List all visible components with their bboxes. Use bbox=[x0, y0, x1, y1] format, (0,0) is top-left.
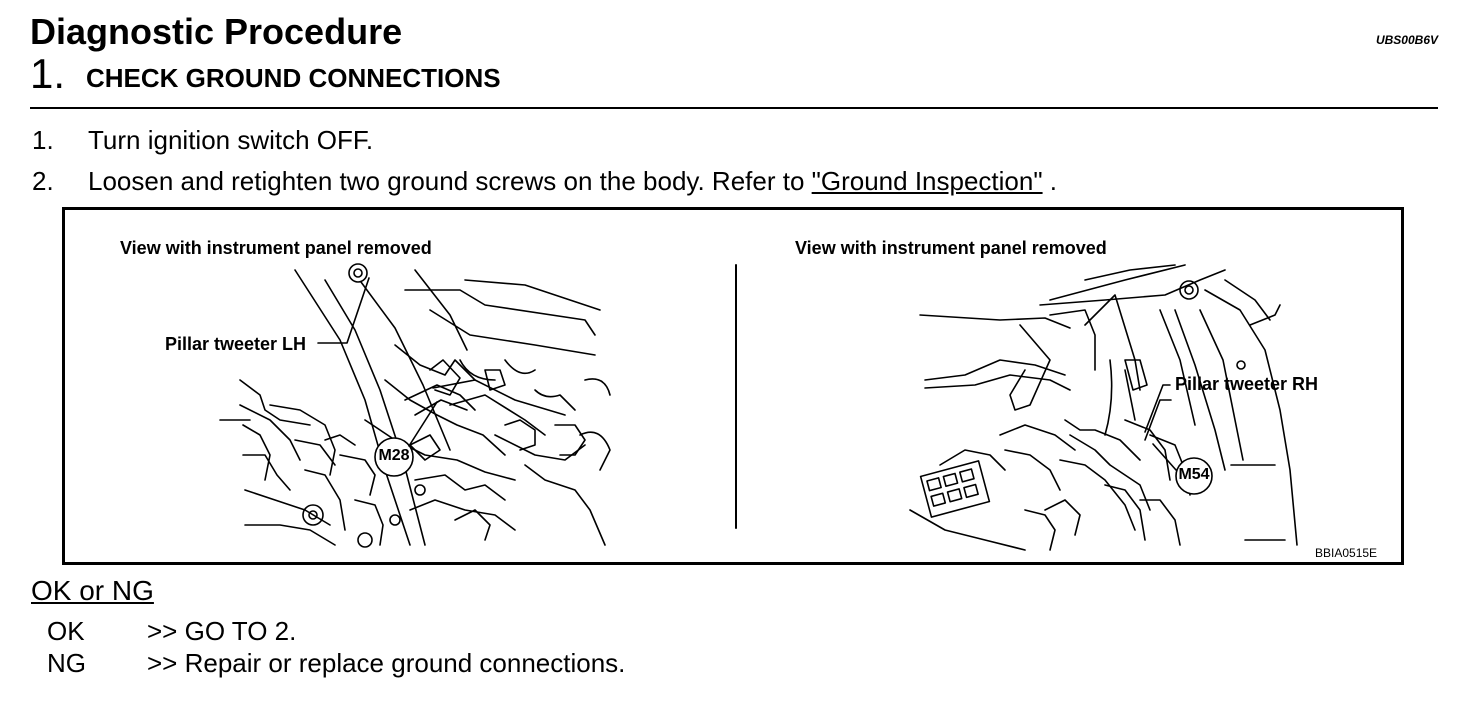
instruction-number: 1. bbox=[32, 125, 54, 155]
figure-id: BBIA0515E bbox=[1315, 546, 1378, 560]
ground-inspection-link[interactable]: "Ground Inspection" bbox=[811, 166, 1043, 196]
instruction-text: Loosen and retighten two ground screws o… bbox=[88, 165, 1057, 197]
instruction-text: Turn ignition switch OFF. bbox=[88, 125, 374, 155]
right-view-caption: View with instrument panel removed bbox=[795, 238, 1107, 258]
pillar-tweeter-rh-label: Pillar tweeter RH bbox=[1175, 374, 1319, 394]
step-number: 1. bbox=[30, 50, 66, 97]
instruction-number: 2. bbox=[32, 166, 54, 196]
step-title: CHECK GROUND CONNECTIONS bbox=[86, 63, 501, 93]
document-id: UBS00B6V bbox=[1375, 33, 1438, 47]
instruction-text-after: . bbox=[1042, 166, 1058, 196]
page-title: Diagnostic Procedure bbox=[30, 11, 403, 52]
result-code: NG bbox=[47, 648, 86, 678]
result-action: >> Repair or replace ground connections. bbox=[147, 648, 626, 678]
right-view-drawing bbox=[909, 264, 1298, 551]
instruction-text-before: Loosen and retighten two ground screws o… bbox=[88, 166, 812, 196]
connector-m28-label: M28 bbox=[378, 447, 410, 464]
result-heading: OK or NG bbox=[31, 575, 154, 606]
pedal-grid bbox=[919, 460, 991, 518]
illustration-figure: View with instrument panel removed Pilla… bbox=[62, 207, 1404, 565]
result-code: OK bbox=[47, 616, 85, 646]
result-action: >> GO TO 2. bbox=[147, 616, 297, 646]
connector-m54-label: M54 bbox=[1178, 466, 1210, 483]
illustration-drawing bbox=[219, 263, 1298, 551]
left-view-drawing bbox=[219, 263, 611, 548]
header-divider bbox=[30, 107, 1438, 109]
left-view-caption: View with instrument panel removed bbox=[120, 238, 432, 258]
pillar-tweeter-lh-label: Pillar tweeter LH bbox=[165, 334, 307, 354]
